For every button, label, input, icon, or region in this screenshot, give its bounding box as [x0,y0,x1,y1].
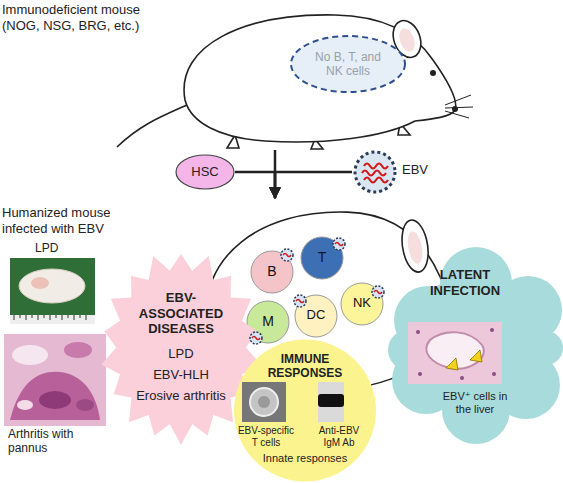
virus-particle: EBV [352,150,398,194]
virus-genome [296,300,304,303]
virus-genome [335,243,343,246]
micrograph [242,382,286,422]
virus-icon [333,238,345,250]
node-text: M [246,313,290,330]
virus-genome [252,337,260,340]
virus-envelope [355,152,395,192]
node-text: Innate responses [253,452,357,465]
node-text: Erosive arthritis [106,388,256,404]
node-text: No B, T, and NK cells [308,50,388,79]
cloud-shape [388,247,563,444]
t-cell-image [242,382,286,422]
histology-cells [76,399,94,411]
t-cell-spot [250,388,278,416]
arthritis-photo [4,334,106,426]
virus-genome [283,254,291,257]
flow-arrow [275,172,352,198]
nucleus [460,376,464,380]
cell-viruses [250,238,384,344]
node-text: LPD [106,346,256,362]
liver-section [408,322,502,384]
mouse-inner-ear [405,228,425,267]
cell-outline [247,301,289,343]
histology-background [4,334,106,426]
flow-arrow [235,172,275,198]
nucleus [490,328,494,332]
virus-genome [374,291,382,294]
ellipse-outline [176,155,234,189]
node-text: EBV-HLH [106,367,256,383]
node-text: EBV [402,162,442,178]
tumor-shape [19,269,85,303]
mouse-ear [397,215,432,278]
cell-outline [295,295,337,337]
hsc-ellipse: HSC [175,154,235,190]
mouse-nose [452,106,458,112]
mouse-tail [117,105,187,147]
pointer-arrow [446,358,458,370]
lpd-photo [10,258,95,324]
mouse-whiskers [445,95,473,118]
node-text: HSC [175,164,235,180]
node-text: LATENT INFECTION [420,267,510,298]
node-text: DC [294,307,338,323]
node-text: Anti-EBV IgM Ab [313,425,365,449]
mouse-body: Immunodeficient mouse (NOG, NSG, BRG, et… [115,5,460,150]
label-text: LPD [35,241,85,255]
node-text: EBV⁺ cells in the liver [440,390,510,416]
pointer-arrow [470,350,482,362]
virus-icon [250,332,262,344]
virus-icon [294,295,306,307]
node-outline [352,150,398,194]
nucleus [492,372,496,376]
cell-outline [341,283,383,325]
t-cell-core [258,396,270,408]
mouse-outline [184,15,456,142]
node-text: T [300,249,344,266]
mouse-eye [430,70,436,76]
liver-image [408,322,502,384]
tumor-spot [31,277,49,289]
node-outline [115,5,460,150]
cell-outline [301,237,343,279]
node-text: EBV-specific T cells [237,425,295,449]
node-text: B [250,263,294,280]
node-text: IMMUNE RESPONSES [260,352,350,381]
ruler [10,315,95,324]
node-text: EBV-ASSOCIATED DISEASES [134,290,228,337]
yellow-circle [234,340,376,482]
blot-background [318,382,344,422]
cloud-lobe [529,331,563,365]
histology-cells [64,342,92,358]
histology-space [17,400,33,410]
node-text: Humanized mouse infected with EBV [2,205,124,236]
virus-icon [372,286,384,298]
histology-cells [39,391,71,409]
ruler-ticks [14,315,86,320]
label-text: Arthritis with pannus [8,427,108,456]
virus-icon [281,249,293,261]
antibody-blot [318,382,344,422]
node-text: Immunodeficient mouse (NOG, NSG, BRG, et… [2,2,154,33]
nucleus [418,372,422,376]
nucleus [416,330,420,334]
histology-space [12,345,48,365]
dashed-ellipse [291,36,405,92]
empty-cell-ellipse: No B, T, and NK cells [290,35,406,93]
virus-genome [362,164,388,183]
pannus-tissue [10,372,100,420]
blot-band [318,394,344,407]
photo-background [10,258,95,324]
mouse-inner-ear [396,26,417,53]
